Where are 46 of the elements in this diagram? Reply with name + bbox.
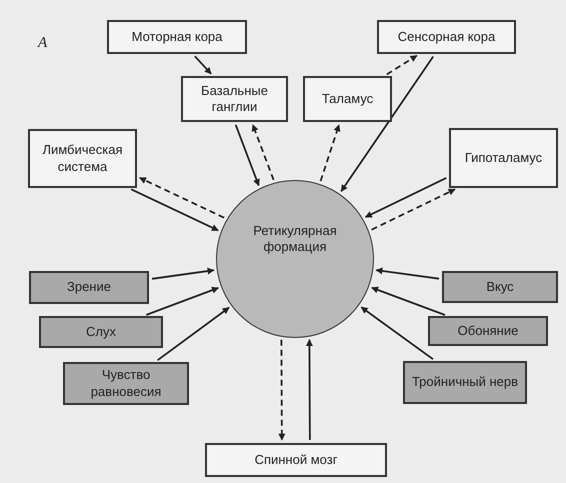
structure-box [403,361,527,404]
arrow [278,340,286,441]
node-label: Спинной мозг [254,452,338,468]
structure-box [181,76,288,122]
arrow [252,124,274,180]
node-label: Слух [86,324,116,340]
structure-box [28,129,137,188]
node-label: Лимбическая система [41,142,124,175]
arrow [130,188,219,232]
structure-box [442,271,558,303]
node-label: Чувство равновесия [90,367,162,400]
arrow [157,306,230,361]
structure-box [377,20,516,54]
node-label: Ретикулярная формация [252,222,338,256]
arrow [340,56,434,192]
structure-box [29,271,149,304]
structure-box [39,316,163,348]
node-label: Зрение [67,279,111,296]
panel-letter: А [38,34,48,53]
structure-box [205,443,387,477]
arrow [371,286,446,316]
structure-box [107,20,247,54]
arrow [152,268,214,280]
arrow [194,56,212,74]
node-label: Моторная кора [132,28,222,46]
arrow [139,176,224,219]
node-label: Вкус [486,278,514,296]
arrow [234,124,260,186]
arrow [371,188,456,231]
arrow [306,339,313,440]
arrow [386,54,418,76]
arrow [146,286,219,316]
node-label: Сенсорная кора [398,28,496,46]
node-label: Базальные ганглии [200,82,269,116]
structure-box [63,362,189,405]
node-label: Таламус [322,90,374,108]
node-label: Гипоталамус [464,150,542,166]
node-label: Тройничный нерв [412,374,518,391]
arrow [376,267,440,280]
structure-box [449,128,558,188]
structure-box [303,76,392,122]
arrow [364,177,447,218]
structure-box [428,316,548,346]
arrow [320,124,340,182]
node-label: Обоняние [458,322,518,340]
arrow [360,306,434,360]
